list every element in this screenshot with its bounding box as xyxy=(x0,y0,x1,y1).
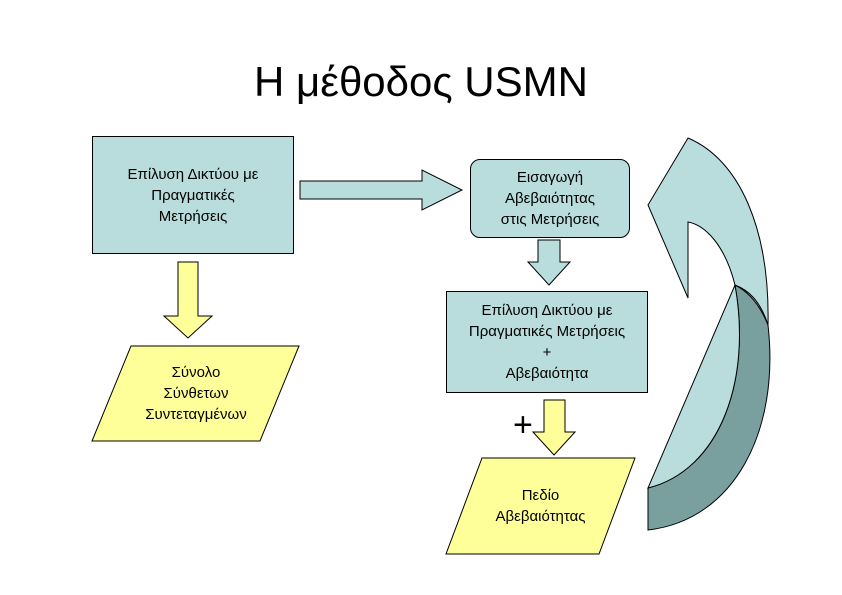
down-arrow-right xyxy=(531,399,577,456)
page-title: Η μέθοδος USMN xyxy=(254,58,588,105)
solve-with-uncertainty-label: Επίλυση Δικτύου με Πραγματικές Μετρήσεις… xyxy=(468,302,626,382)
uncertainty-field-label: Πεδίο Αβεβαιότητας xyxy=(495,487,586,525)
uncertainty-field-text: Πεδίο Αβεβαιότητας xyxy=(464,458,617,554)
down-arrow-blue xyxy=(526,239,572,286)
curved-feedback-arrow xyxy=(647,137,769,489)
down-arrow-left xyxy=(162,261,214,339)
composite-coords-parallelogram xyxy=(91,345,300,442)
introduce-uncertainty-box: Εισαγωγή Αβεβαιότητας στις Μετρήσεις xyxy=(470,159,630,238)
solve-real-label: Επίλυση Δικτύου με Πραγματικές Μετρήσεις xyxy=(127,165,259,225)
plus-sign: + xyxy=(513,406,533,444)
solve-with-uncertainty-box: Επίλυση Δικτύου με Πραγματικές Μετρήσεις… xyxy=(446,291,648,393)
introduce-uncertainty-label: Εισαγωγή Αβεβαιότητας στις Μετρήσεις xyxy=(500,169,600,228)
uncertainty-field-parallelogram xyxy=(445,457,636,555)
solve-real-box: Επίλυση Δικτύου με Πραγματικές Μετρήσεις xyxy=(92,136,294,254)
composite-coords-text: Σύνολο Σύνθετων Συντεταγμένων xyxy=(112,346,280,441)
composite-coords-label: Σύνολο Σύνθετων Συντεταγμένων xyxy=(145,364,247,423)
right-arrow xyxy=(299,169,464,211)
